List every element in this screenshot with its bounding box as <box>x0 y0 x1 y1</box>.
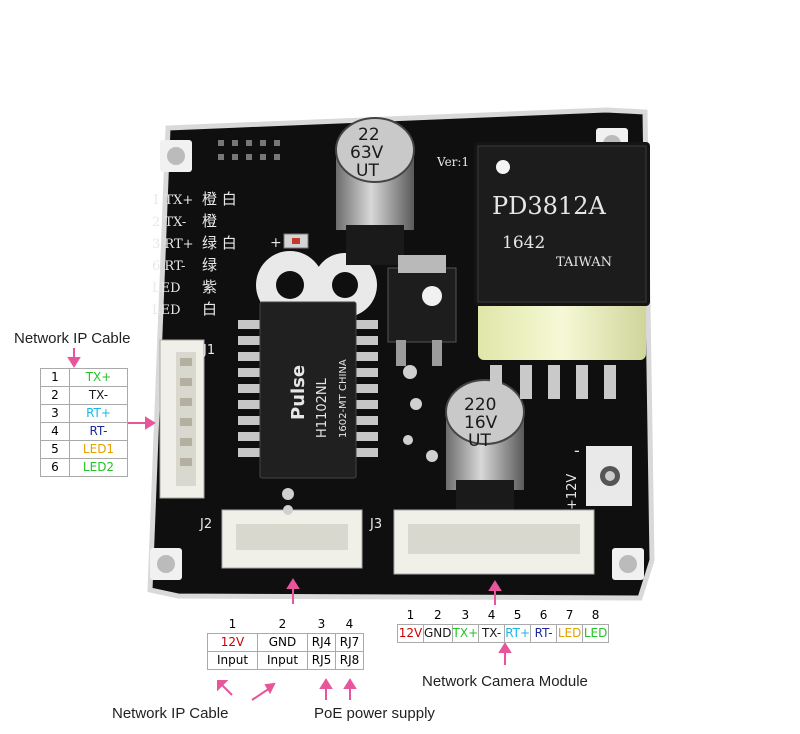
cap-mid-voltage: 16V <box>464 413 498 433</box>
silk-pin-3-cn: 绿 白 <box>202 234 237 252</box>
minus-board-label: - <box>574 441 580 460</box>
table-row: Input Input RJ5 RJ8 <box>207 651 364 670</box>
arrow-input2 <box>251 687 271 701</box>
connector-j2 <box>221 509 363 569</box>
vias <box>282 365 438 515</box>
network-ip-cable-caption: Network IP Cable <box>112 705 229 722</box>
cap-top-voltage: 63V <box>350 143 384 163</box>
camera-module-caption: Network Camera Module <box>422 673 588 690</box>
silk-pin-led-2: LED <box>152 303 181 318</box>
plus-sign: + <box>270 235 282 251</box>
capacitor-middle <box>445 379 525 510</box>
table-row: 1 2 3 4 5 6 7 8 <box>406 608 600 622</box>
table-row: 12V GND TX+ TX- RT+ RT- LED LED <box>397 624 610 643</box>
connector-j4 <box>586 446 632 506</box>
cap-top-brand: UT <box>356 161 379 181</box>
j3-label: J3 <box>369 517 382 532</box>
transformer-part-number: PD3812A <box>492 192 606 220</box>
silk-pin-1-cn: 橙 白 <box>202 190 237 208</box>
table-row: 12V GND RJ4 RJ7 <box>207 633 364 652</box>
j1-label: J1 <box>202 343 215 358</box>
silk-pin-3: 3 RT+ <box>152 237 194 252</box>
connector-j1 <box>159 339 205 499</box>
silk-pin-2-cn: 橙 <box>202 212 217 230</box>
regulator <box>387 255 457 366</box>
silk-pin-6-cn: 绿 <box>202 256 217 274</box>
capacitor-top <box>335 117 415 265</box>
chip-brand: Pulse <box>288 365 309 420</box>
arrow-input1 <box>221 684 233 696</box>
silk-pin-1: 1 TX+ <box>152 193 193 208</box>
pulse-chip <box>238 301 378 479</box>
cap-top-value: 22 <box>358 125 380 145</box>
silk-pin-led-1-cn: 紫 <box>202 278 217 296</box>
connector-j3 <box>393 509 595 575</box>
mounting-holes <box>150 128 644 580</box>
left-table-title: Network IP Cable <box>14 330 131 347</box>
j4-label: J4 <box>589 477 601 491</box>
silk-pin-list: 1 TX+ 橙 白 2 TX- 橙 3 RT+ 绿 白 6 RT- 绿 LED … <box>152 190 237 318</box>
cap-mid-brand: UT <box>468 431 491 451</box>
transformer-date-code: 1642 <box>502 233 545 253</box>
transformer <box>474 142 650 399</box>
version-label: Ver:1 <box>436 155 469 169</box>
v12-board-label: +12V <box>565 474 580 510</box>
silk-pin-2: 2 TX- <box>152 215 186 230</box>
silk-pin-led-2-cn: 白 <box>202 300 217 318</box>
poe-power-supply-caption: PoE power supply <box>314 705 435 722</box>
cap-mid-value: 220 <box>464 395 496 415</box>
camera-pin-table: 1 2 3 4 5 6 7 8 12V GND TX+ TX- RT+ RT- … <box>397 607 610 643</box>
bottom-pin-table: 1 2 3 4 12V GND RJ4 RJ7 Input Input RJ5 … <box>207 616 364 670</box>
silk-pin-led-1: LED <box>152 281 181 296</box>
j2-label: J2 <box>199 517 212 532</box>
chip-part-number: H1102NL <box>315 377 330 438</box>
chip-origin: 1602-MT CHINA <box>338 359 349 438</box>
transformer-origin: TAIWAN <box>556 255 612 270</box>
silk-pin-6: 6 RT- <box>152 259 185 274</box>
table-row: 1 2 3 4 <box>228 617 354 631</box>
pin-header <box>218 140 280 160</box>
